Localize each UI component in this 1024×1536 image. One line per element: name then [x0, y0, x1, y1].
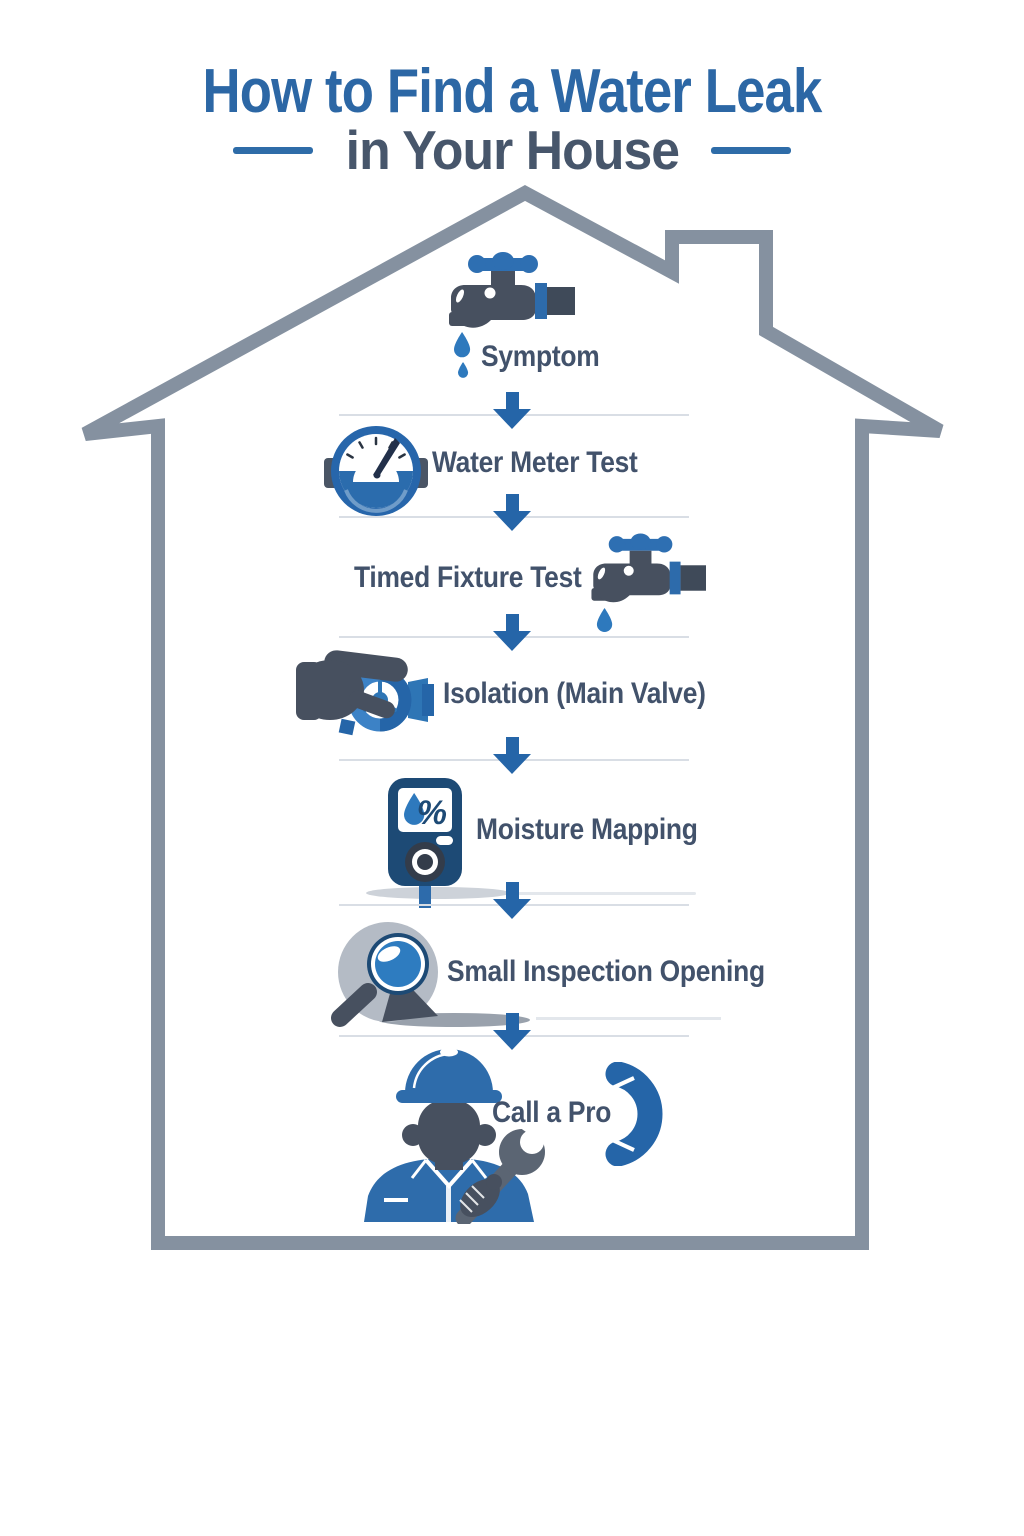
plumber-with-wrench-icon [364, 1047, 548, 1224]
moisture-meter-icon: % [366, 778, 696, 908]
phone-handset-icon [605, 1062, 663, 1166]
water-meter-gauge-icon [324, 426, 428, 516]
down-arrow-icon [493, 614, 531, 651]
title-line2: in Your House [345, 119, 679, 181]
down-arrow-icon [493, 1013, 531, 1050]
step-label-isolation: Isolation (Main Valve) [443, 677, 706, 710]
down-arrow-icon [493, 882, 531, 919]
title-line1: How to Find a Water Leak [202, 57, 823, 126]
step-label-small-inspection-opening: Small Inspection Opening [447, 955, 765, 988]
dripping-faucet-icon [591, 533, 706, 632]
title-line2-row: in Your House [0, 122, 1024, 178]
moisture-percent-symbol: % [417, 794, 447, 832]
left-dash-decoration [232, 146, 313, 154]
hand-turning-valve-icon [296, 650, 434, 736]
step-label-timed-fixture-test: Timed Fixture Test [354, 561, 582, 594]
step-label-moisture-mapping: Moisture Mapping [476, 813, 698, 846]
magnifier-hole-icon [331, 922, 721, 1027]
step-label-water-meter-test: Water Meter Test [432, 446, 638, 479]
right-dash-decoration [711, 146, 792, 154]
down-arrow-icon [493, 737, 531, 774]
down-arrow-icon [493, 494, 531, 531]
step-label-symptom: Symptom [481, 340, 600, 373]
gripping-hand [459, 1174, 502, 1218]
down-arrow-icon [493, 392, 531, 429]
step-label-call-a-pro: Call a Pro [492, 1096, 612, 1129]
